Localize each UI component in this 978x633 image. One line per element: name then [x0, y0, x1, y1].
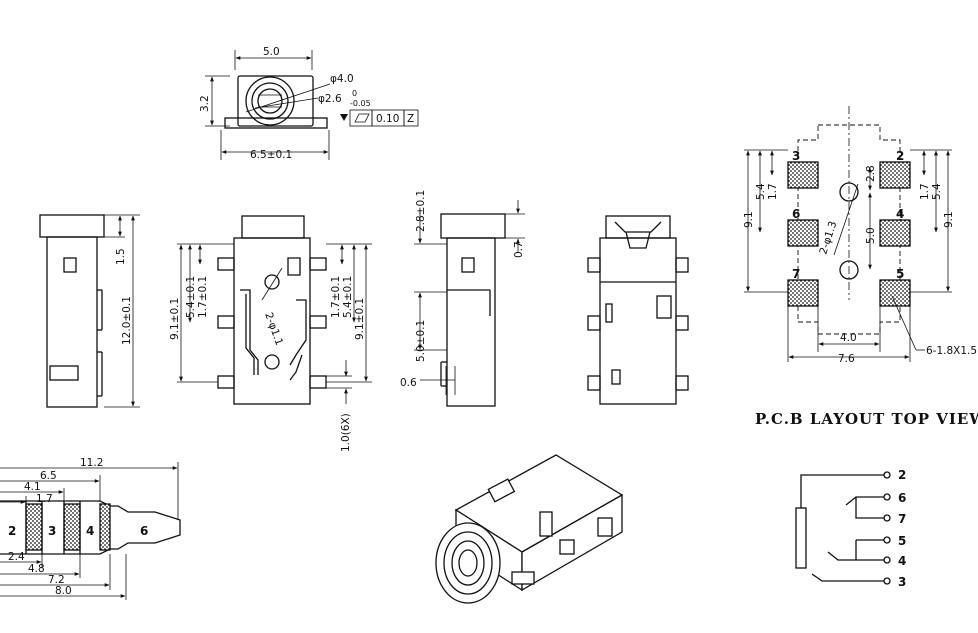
pcb-right-label-1: 1.7: [919, 183, 931, 200]
top-width-label: 5.0: [263, 46, 280, 58]
schematic-pin-7: 7: [898, 512, 906, 526]
right-side-view: 2.8±0.1 5.0±0.1 0.6 0.7: [400, 190, 525, 407]
pcb-center-label-2: 5.0: [865, 227, 877, 244]
pad-number-7: 7: [792, 267, 800, 281]
front-label-4: 1.7±0.1: [330, 276, 342, 318]
top-view: 5.0 3.2 φ4.0 φ2.6 0 -0.05 0.10 Z 6.5±0.1: [199, 46, 419, 161]
pcb-right-label-2: 5.4: [931, 183, 943, 200]
base-width-label: 6.5±0.1: [250, 149, 292, 161]
front-view: 9.1±0.1 5.4±0.1 1.7±0.1 2-φ1.1 1.7±0.1 5…: [169, 215, 372, 452]
pad-number-2: 2: [896, 149, 904, 163]
pad-number-6: 6: [792, 207, 800, 221]
schematic-pin-4: 4: [898, 554, 906, 568]
pcb-left-label-3: 1.7: [767, 183, 779, 200]
schematic-pin-6: 6: [898, 491, 906, 505]
plug-segment-4: 4: [86, 524, 94, 538]
plug-bottom-label-1: 2.4: [8, 551, 25, 563]
plug-drawing: 2 3 4 6 11.2 6.5 4.1 1.7 2.4 4.8 7.2 8.0: [0, 457, 181, 600]
plug-bottom-label-4: 8.0: [55, 585, 72, 597]
front-pin-width-label: 1.0(6X): [340, 413, 352, 452]
front-label-1: 9.1±0.1: [169, 298, 181, 340]
plug-bottom-label-2: 4.8: [28, 563, 45, 575]
plug-bottom-label-3: 7.2: [48, 574, 65, 586]
pcb-right-label-3: 9.1: [943, 211, 955, 228]
left-top-label: 1.5: [115, 248, 127, 265]
pad-5: [879, 279, 911, 307]
inner-dia-tol-upper: 0: [352, 89, 357, 98]
schematic-pin-5: 5: [898, 534, 906, 548]
schematic-pin-3: 3: [898, 575, 906, 589]
plug-segment-6: 6: [140, 524, 148, 538]
tolerance-value: 0.10: [376, 113, 399, 125]
pad-6: [787, 219, 819, 247]
back-view: [587, 215, 689, 405]
pad-3: [787, 161, 819, 189]
inner-dia-label: φ2.6: [318, 93, 342, 105]
pcb-left-label-2: 5.4: [755, 183, 767, 200]
top-height-label: 3.2: [199, 95, 211, 112]
pcb-layout-title: P.C.B LAYOUT TOP VIEW: [755, 410, 978, 428]
front-label-5: 5.4±0.1: [342, 276, 354, 318]
schematic-pin-2: 2: [898, 468, 906, 482]
pcb-bottom-label-2: 7.6: [838, 353, 855, 365]
pad-4: [879, 219, 911, 247]
front-label-2: 5.4±0.1: [185, 276, 197, 318]
plug-top-label-2: 6.5: [40, 470, 57, 482]
pcb-pad-label: 6-1.8X1.5: [926, 345, 977, 357]
left-side-view: 1.5 12.0±0.1: [39, 214, 140, 408]
pcb-hole-label: 2-φ1.3: [817, 220, 839, 256]
pad-2: [879, 161, 911, 189]
pad-number-4: 4: [896, 207, 904, 221]
plug-top-label-1: 11.2: [80, 457, 103, 469]
datum-label: Z: [407, 113, 414, 125]
outer-dia-label: φ4.0: [330, 73, 354, 85]
pcb-layout: 3 2 6 4 7 5 9.1 5.4 1.7 1.7 5.4 9.1 2.8 …: [743, 106, 978, 428]
left-height-label: 12.0±0.1: [121, 296, 133, 345]
right-label-4: 0.7: [513, 241, 525, 258]
right-label-3: 0.6: [400, 377, 417, 389]
schematic: 2 6 7 5 4 3: [795, 468, 906, 589]
plug-top-label-3: 4.1: [24, 481, 41, 493]
plug-segment-2: 2: [8, 524, 16, 538]
inner-dia-tol-lower: -0.05: [350, 99, 371, 108]
pcb-bottom-label-1: 4.0: [840, 332, 857, 344]
right-label-2: 5.0±0.1: [415, 320, 427, 362]
pcb-center-label-1: 2.8: [865, 165, 877, 182]
right-label-1: 2.8±0.1: [415, 190, 427, 232]
plug-top-label-4: 1.7: [36, 493, 53, 505]
front-label-3: 1.7±0.1: [197, 276, 209, 318]
front-label-6: 9.1±0.1: [354, 298, 366, 340]
pcb-left-label-1: 9.1: [743, 211, 755, 228]
pad-number-5: 5: [896, 267, 904, 281]
plug-segment-3: 3: [48, 524, 56, 538]
front-hole-label: 2-φ1.1: [262, 311, 285, 347]
pad-7: [787, 279, 819, 307]
pad-number-3: 3: [792, 149, 800, 163]
isometric-view: [435, 454, 624, 604]
